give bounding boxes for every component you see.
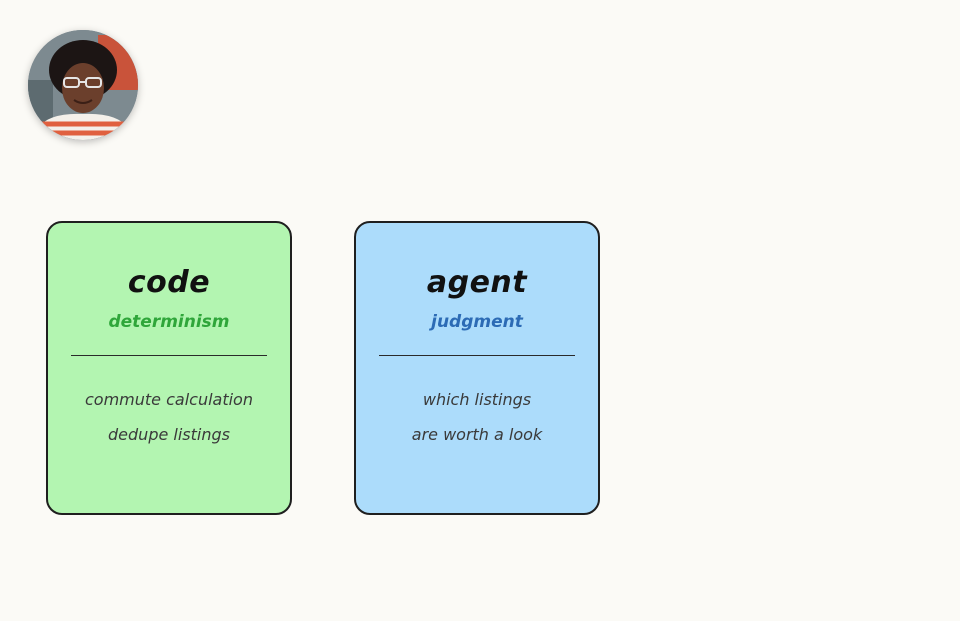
code-card: code determinism commute calculation ded… — [46, 221, 292, 515]
code-card-lines: commute calculation dedupe listings — [48, 382, 290, 452]
code-card-divider — [71, 355, 267, 356]
code-card-line: dedupe listings — [108, 425, 230, 444]
agent-card-title: agent — [426, 265, 528, 300]
agent-card-line: are worth a look — [411, 425, 543, 444]
code-card-title: code — [127, 265, 211, 300]
presenter-avatar — [28, 30, 138, 140]
agent-card-divider — [379, 355, 575, 356]
agent-card: agent judgment which listings are worth … — [354, 221, 600, 515]
agent-card-lines: which listings are worth a look — [356, 382, 598, 452]
code-card-subtitle: determinism — [108, 312, 230, 332]
agent-card-subtitle: judgment — [431, 312, 523, 332]
code-card-line: commute calculation — [85, 390, 253, 409]
presenter-avatar-icon — [28, 30, 138, 140]
agent-card-line: which listings — [422, 390, 532, 409]
